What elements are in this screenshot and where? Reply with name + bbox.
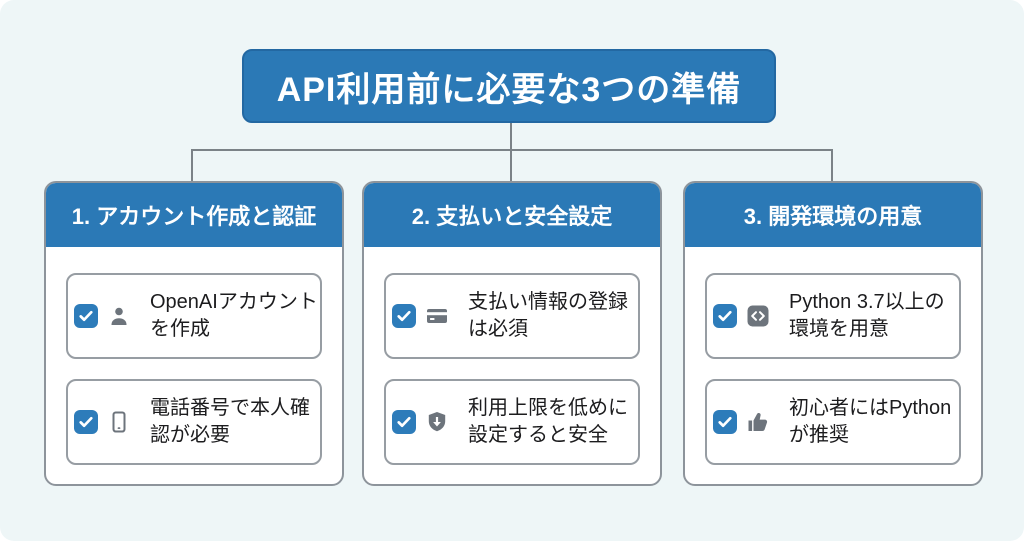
title-banner: API利用前に必要な3つの準備 [242, 49, 776, 123]
column-header-1-label: 1. アカウント作成と認証 [71, 204, 317, 229]
connector-drop-1 [191, 149, 193, 181]
checklist-item: 支払い情報の登録は必須 [384, 273, 640, 359]
checklist-item-text: OpenAIアカウントを作成 [150, 291, 318, 340]
checkbox-checked [713, 304, 737, 328]
connector-title-stem [510, 123, 512, 150]
smartphone-icon [106, 409, 132, 435]
connector-drop-2 [510, 149, 512, 181]
credit-card-icon [424, 303, 450, 329]
checklist-item-text: 初心者にはPythonが推奨 [789, 397, 952, 446]
checklist-item: 電話番号で本人確認が必要 [66, 379, 322, 465]
checkbox-checked [713, 410, 737, 434]
column-header-1: 1. アカウント作成と認証 [46, 183, 342, 247]
checklist-item: 利用上限を低めに設定すると安全 [384, 379, 640, 465]
checklist-item: Python 3.7以上の環境を用意 [705, 273, 961, 359]
column-header-3-label: 3. 開発環境の用意 [743, 204, 923, 229]
checklist-item-text: 支払い情報の登録は必須 [468, 291, 628, 340]
column-body-2: 支払い情報の登録は必須 利用上限を低めに設定すると安全 [364, 247, 660, 465]
column-header-2: 2. 支払いと安全設定 [364, 183, 660, 247]
column-header-2-label: 2. 支払いと安全設定 [411, 204, 613, 229]
column-body-3: Python 3.7以上の環境を用意 初心者にはPythonが推奨 [685, 247, 981, 465]
code-icon [745, 303, 771, 329]
thumbs-up-icon [745, 409, 771, 435]
connector-drop-3 [831, 149, 833, 181]
shield-arrow-down-icon [424, 409, 450, 435]
checklist-item-text: 利用上限を低めに設定すると安全 [468, 397, 628, 446]
column-body-1: OpenAIアカウントを作成 電話番号で本人確認が必要 [46, 247, 342, 465]
checklist-item-text: 電話番号で本人確認が必要 [150, 397, 310, 446]
column-header-3: 3. 開発環境の用意 [685, 183, 981, 247]
checklist-item-text: Python 3.7以上の環境を用意 [789, 291, 945, 340]
column-card-payment: 2. 支払いと安全設定 支払い情報の登録は必須 利用上限を低めに設定す [362, 181, 662, 486]
checkbox-checked [74, 410, 98, 434]
connector-horizontal [191, 149, 833, 151]
user-icon [106, 303, 132, 329]
checklist-item: OpenAIアカウントを作成 [66, 273, 322, 359]
page-title: API利用前に必要な3つの準備 [276, 70, 742, 109]
column-card-account: 1. アカウント作成と認証 OpenAIアカウントを作成 電話番号で本 [44, 181, 344, 486]
column-card-dev-env: 3. 開発環境の用意 Python 3.7以上の環境を用意 初心者には [683, 181, 983, 486]
checkbox-checked [392, 304, 416, 328]
checkbox-checked [74, 304, 98, 328]
checklist-item: 初心者にはPythonが推奨 [705, 379, 961, 465]
checkbox-checked [392, 410, 416, 434]
